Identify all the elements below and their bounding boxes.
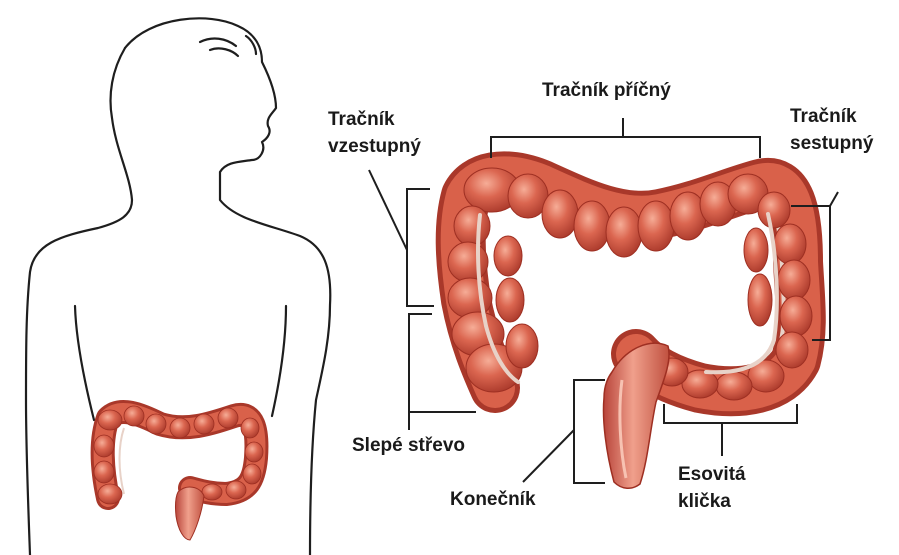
body-silhouette — [26, 18, 330, 555]
label-sigmoid-line2: klička — [678, 489, 731, 514]
label-ascending-colon-line1: Tračník — [328, 107, 395, 132]
colon-large — [448, 168, 812, 488]
bracket-transverse — [491, 118, 760, 158]
label-rectum: Konečník — [450, 487, 536, 512]
leader-ascending — [369, 170, 407, 250]
label-descending-colon-line2: sestupný — [790, 131, 873, 156]
label-transverse-colon: Tračník příčný — [542, 78, 671, 103]
rectum-small — [175, 487, 204, 540]
rectum — [603, 343, 669, 488]
label-descending-colon-line1: Tračník — [790, 104, 857, 129]
label-sigmoid-line1: Esovitá — [678, 462, 746, 487]
bracket-ascending — [407, 189, 434, 306]
label-ascending-colon-line2: vzestupný — [328, 134, 421, 159]
bracket-rectum — [574, 380, 605, 483]
leader-rectum — [523, 430, 574, 482]
colon-small — [94, 406, 263, 540]
label-cecum: Slepé střevo — [352, 433, 465, 458]
